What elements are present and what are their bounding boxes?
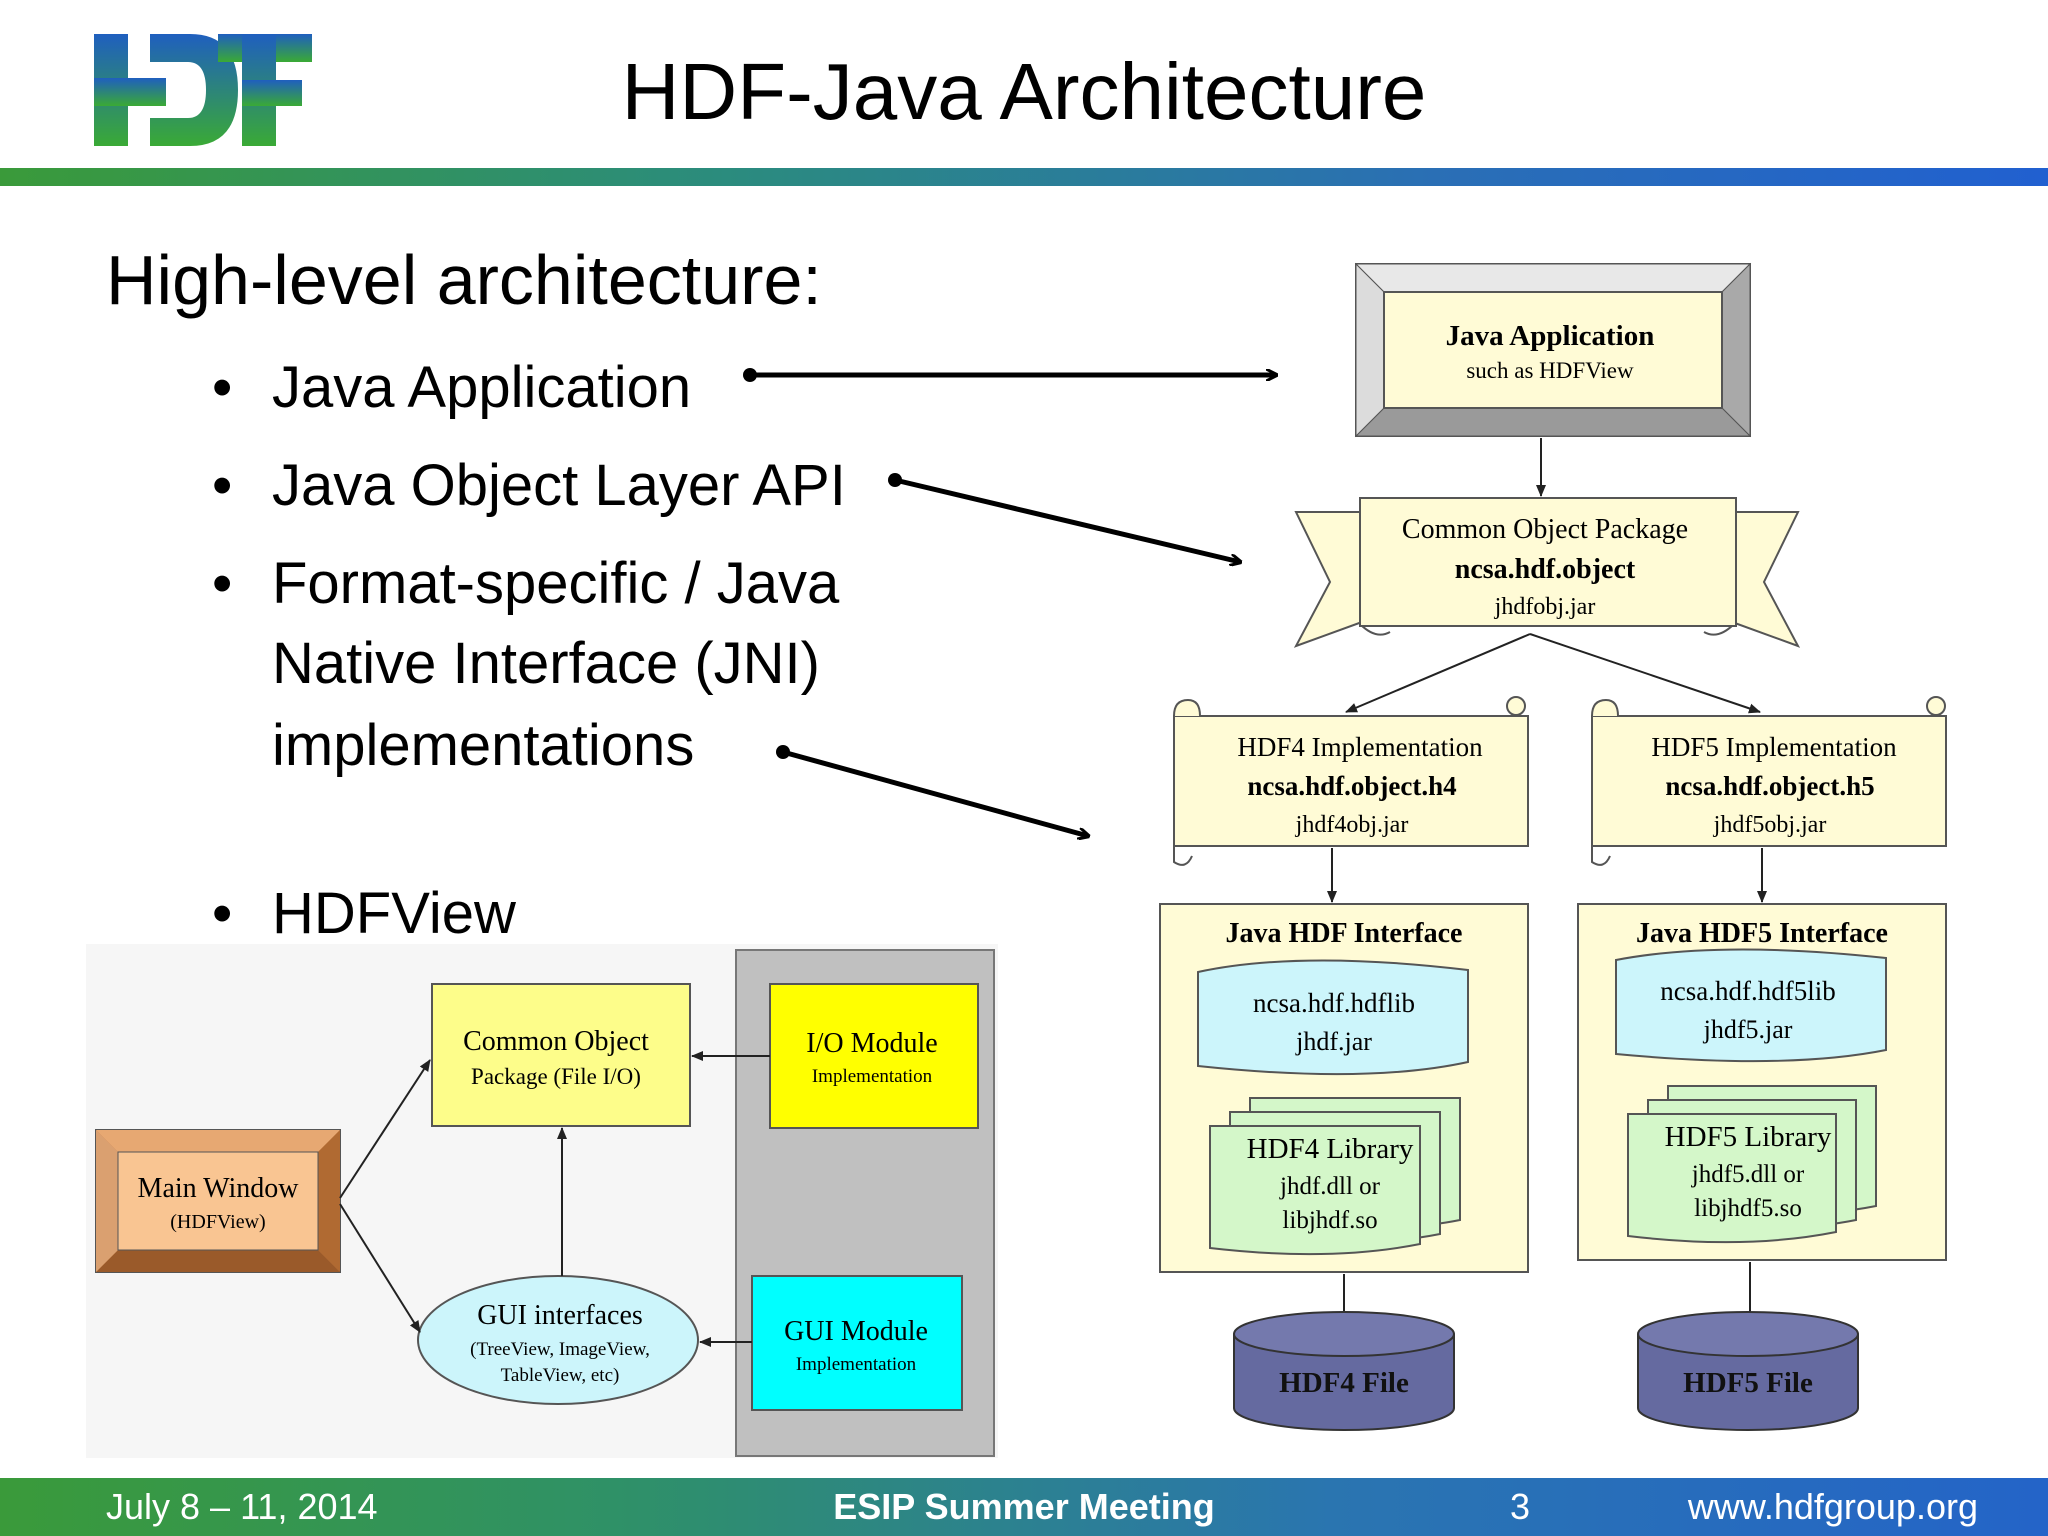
hdf4-so: libjhdf.so: [1282, 1207, 1377, 1234]
hdf5-file-label: HDF5 File: [1683, 1367, 1813, 1399]
hdf4-impl-line3: jhdf4obj.jar: [1295, 812, 1409, 838]
bullet-format-specific-line2: Native Interface (JNI): [272, 631, 820, 696]
gui-interfaces-line3: TableView, etc): [501, 1365, 620, 1386]
footer-bar: July 8 – 11, 2014 ESIP Summer Meeting 3 …: [0, 1478, 2048, 1536]
hdf-logo: [94, 34, 312, 146]
hdfview-diagram: Main Window (HDFView) Common Object Pack…: [86, 944, 998, 1458]
bullet-format-specific: •Format-specific / Java: [212, 544, 839, 624]
io-module-line2: Implementation: [812, 1066, 933, 1087]
common-object-line3: jhdfobj.jar: [1494, 594, 1596, 620]
hdfview-common-object-line1: Common Object: [463, 1026, 649, 1057]
java-app-title: Java Application: [1446, 320, 1655, 352]
hdf4-interface-title: Java HDF Interface: [1226, 918, 1463, 949]
footer-page-number: 3: [1510, 1486, 1531, 1527]
java-hdf4-interface-box: Java HDF Interface ncsa.hdf.hdflib jhdf.…: [1159, 903, 1529, 1273]
java-application-box: Java Application such as HDFView: [1354, 262, 1752, 438]
hdf5-impl-line2: ncsa.hdf.object.h5: [1665, 771, 1874, 801]
hdf4-impl-line1: HDF4 Implementation: [1237, 732, 1483, 762]
hdf4-hdflib: ncsa.hdf.hdflib: [1253, 988, 1415, 1018]
bullet-object-layer: •Java Object Layer API: [212, 446, 846, 526]
main-window-line1: Main Window: [138, 1173, 300, 1204]
hdf4-jar: jhdf.jar: [1295, 1027, 1372, 1056]
gui-module-line1: GUI Module: [784, 1316, 928, 1347]
footer-event: ESIP Summer Meeting: [833, 1486, 1215, 1527]
hdf5-library: HDF5 Library: [1665, 1121, 1832, 1153]
bullet-dot: •: [212, 881, 233, 946]
hdf5-interface-title: Java HDF5 Interface: [1636, 918, 1888, 949]
footer-url[interactable]: www.hdfgroup.org: [1687, 1486, 1978, 1527]
gui-interfaces-line1: GUI interfaces: [477, 1300, 643, 1331]
hdf5-implementation-scroll: HDF5 Implementation ncsa.hdf.object.h5 j…: [1591, 696, 1947, 866]
main-window-box: Main Window (HDFView): [95, 1129, 341, 1273]
section-heading: High-level architecture:: [106, 241, 822, 319]
common-object-package-banner: Common Object Package ncsa.hdf.object jh…: [1293, 497, 1801, 648]
hdf5-impl-line3: jhdf5obj.jar: [1713, 812, 1827, 838]
gui-module-box: GUI Module Implementation: [751, 1275, 963, 1411]
footer-date: July 8 – 11, 2014: [106, 1486, 378, 1527]
bullet-hdfview: •HDFView: [212, 874, 516, 954]
hdf4-file-label: HDF4 File: [1279, 1367, 1409, 1399]
java-hdf5-interface-box: Java HDF5 Interface ncsa.hdf.hdf5lib jhd…: [1577, 903, 1947, 1261]
io-module-box: I/O Module Implementation: [769, 983, 979, 1129]
common-object-line1: Common Object Package: [1402, 514, 1688, 545]
main-window-line2: (HDFView): [170, 1211, 265, 1233]
pointer-arrow-jni: [782, 749, 1088, 836]
java-app-subtitle: such as HDFView: [1466, 358, 1634, 383]
pointer-arrow-object-layer: [894, 477, 1240, 562]
io-module-line1: I/O Module: [806, 1028, 937, 1059]
bullet-java-application: •Java Application: [212, 348, 691, 428]
hdf5-jar: jhdf5.jar: [1703, 1015, 1793, 1044]
slide-title: HDF-Java Architecture: [621, 47, 1427, 136]
gui-module-line2: Implementation: [796, 1354, 917, 1375]
bullet-format-specific-line3: implementations: [272, 713, 695, 778]
bullet-dot: •: [212, 551, 233, 616]
hdfview-common-object-box: Common Object Package (File I/O): [431, 983, 691, 1127]
hdfview-common-object-line2: Package (File I/O): [471, 1064, 641, 1089]
hdf5-impl-line1: HDF5 Implementation: [1651, 732, 1897, 762]
gui-interfaces-line2: (TreeView, ImageView,: [470, 1339, 650, 1360]
hdf4-impl-line2: ncsa.hdf.object.h4: [1247, 771, 1456, 801]
pointer-arrows: [743, 368, 1276, 836]
header-gradient-bar: [0, 168, 2048, 186]
hdf5-so: libjhdf5.so: [1694, 1195, 1802, 1222]
hdf4-library: HDF4 Library: [1247, 1133, 1414, 1165]
hdf4-file-cylinder: HDF4 File: [1233, 1311, 1455, 1431]
hdf5-hdf5lib: ncsa.hdf.hdf5lib: [1660, 976, 1835, 1006]
hdf4-dll: jhdf.dll or: [1279, 1173, 1381, 1200]
hdf5-dll: jhdf5.dll or: [1691, 1161, 1805, 1188]
gui-interfaces-ellipse: GUI interfaces (TreeView, ImageView, Tab…: [417, 1275, 699, 1405]
hdf5-file-cylinder: HDF5 File: [1637, 1311, 1859, 1431]
hdf4-implementation-scroll: HDF4 Implementation ncsa.hdf.object.h4 j…: [1173, 696, 1529, 866]
common-object-line2: ncsa.hdf.object: [1455, 554, 1636, 585]
bullet-dot: •: [212, 355, 233, 420]
bullet-dot: •: [212, 453, 233, 518]
